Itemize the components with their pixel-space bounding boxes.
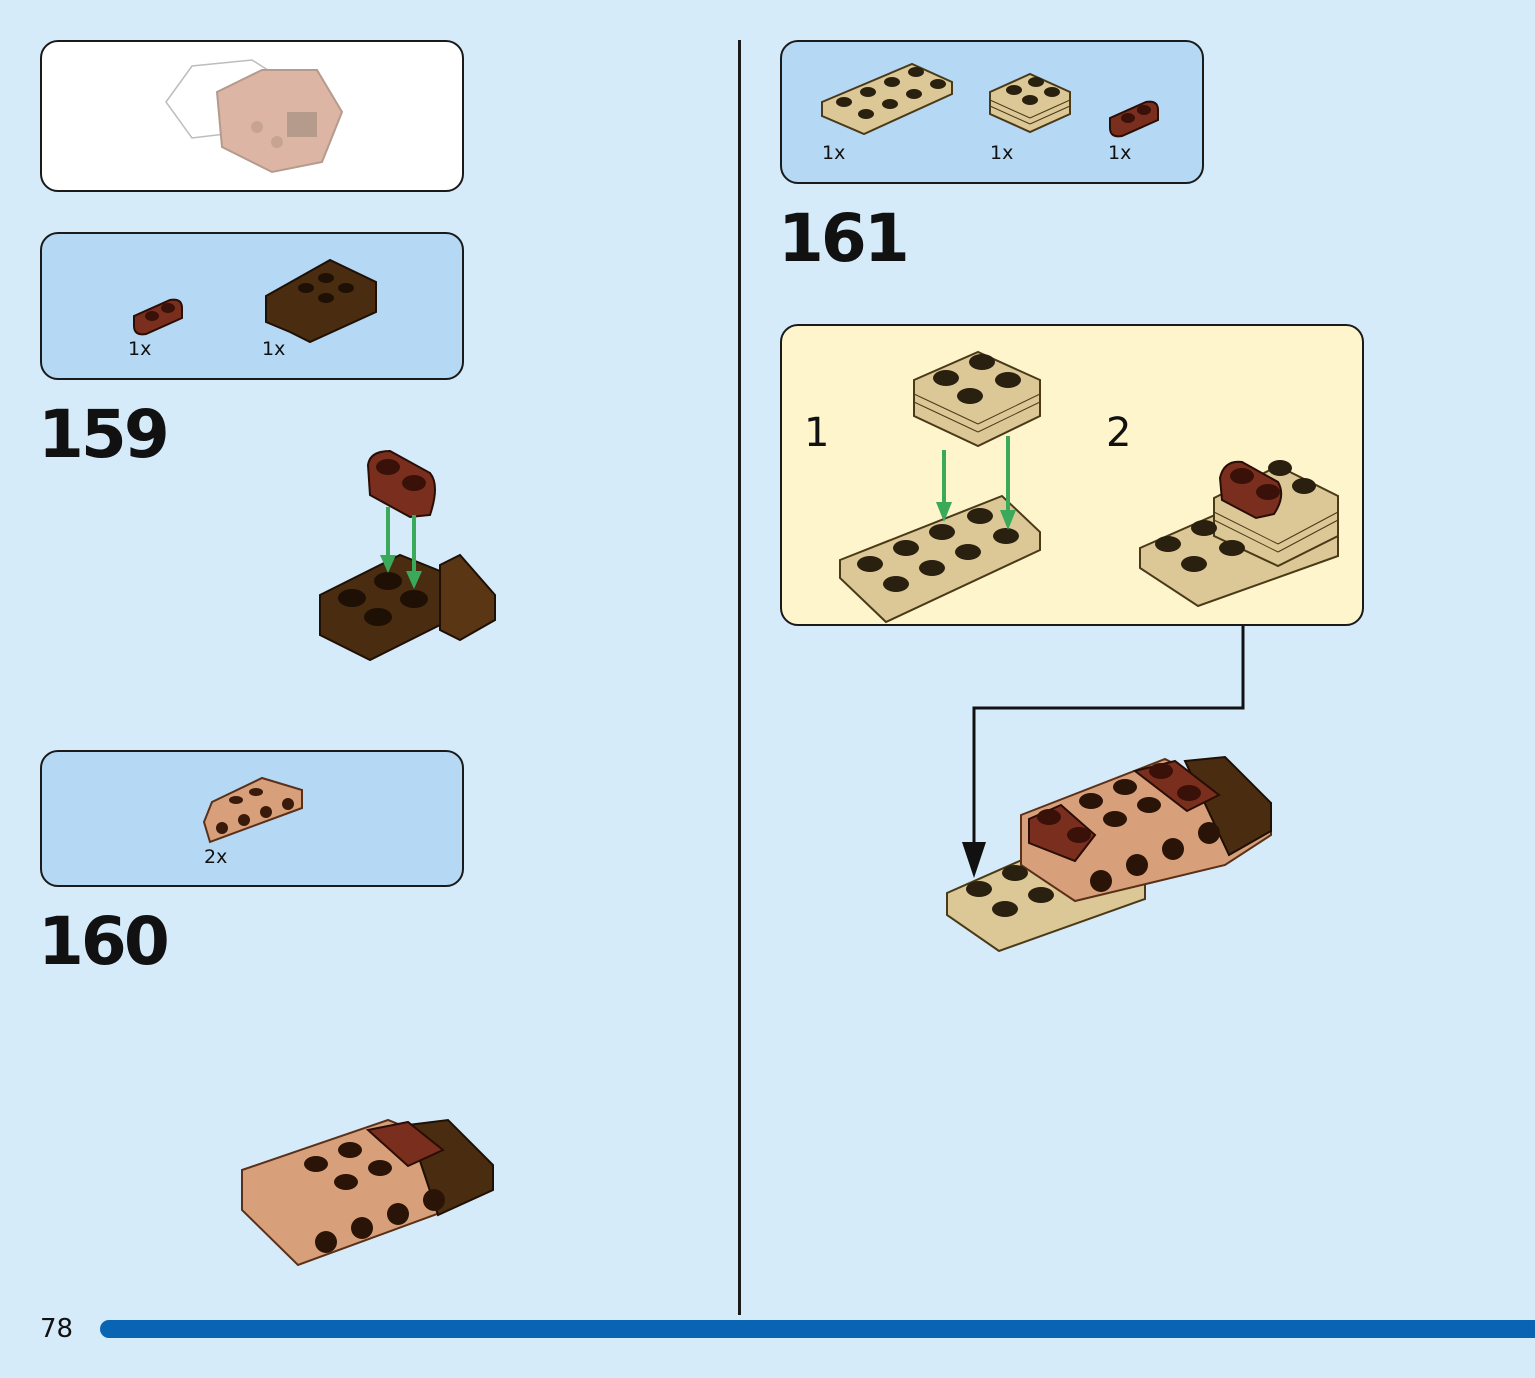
parts-list-step-160: 2x [40,750,464,887]
tan-plate-2x4-icon [821,62,953,136]
substep-number-1: 1 [804,410,830,456]
model-preview-box [40,40,464,192]
substep-2-image [1139,460,1339,608]
part-qty: 1x [128,338,152,360]
dark-brown-brick-clip-icon [265,258,377,344]
step-161-assembly [946,755,1272,953]
page-progress-bar [100,1320,1535,1338]
part-qty: 1x [990,142,1014,164]
part-qty: 1x [822,142,846,164]
nougat-bracket-plate-icon [202,776,303,844]
parts-list-step-161: 1x 1x 1x [780,40,1204,184]
column-divider [738,40,741,1315]
sub-assembly-callout: 1 2 [780,324,1364,626]
step-number-161: 161 [778,200,910,277]
part-qty: 1x [1108,142,1132,164]
substep-1-image [839,350,1041,624]
dark-red-plate-1x2-round-icon [1109,100,1159,138]
step-number-159: 159 [38,396,170,473]
callout-connector-arrow [962,626,1245,878]
step-159-assembly [319,449,496,662]
step-160-assembly [241,1118,494,1267]
tan-plate-stack-2x2-icon [989,72,1071,134]
part-qty: 1x [262,338,286,360]
step-number-160: 160 [38,903,170,980]
substep-number-2: 2 [1106,410,1132,456]
page-number: 78 [40,1314,74,1344]
dark-red-plate-1x2-round-icon [133,298,183,336]
parts-list-step-159: 1x 1x [40,232,464,380]
part-qty: 2x [204,846,228,868]
model-preview-image [165,59,344,174]
